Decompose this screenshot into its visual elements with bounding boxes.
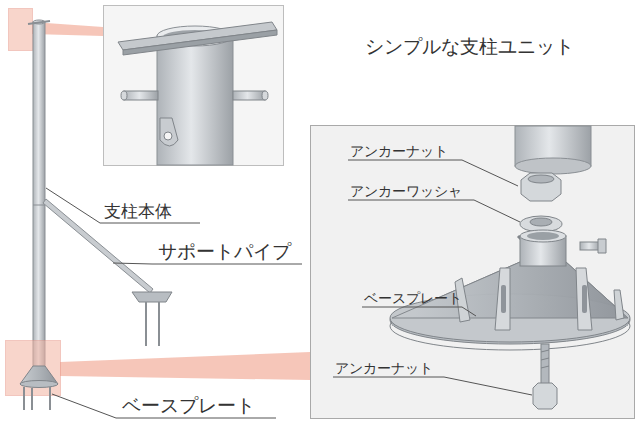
pole-body bbox=[9, 9, 51, 371]
base-inset bbox=[528, 175, 554, 183]
part-label: サポートパイプ bbox=[158, 241, 291, 263]
base-inset bbox=[521, 173, 561, 201]
base-plate-small bbox=[6, 341, 61, 411]
part-label: 支柱本体 bbox=[104, 202, 172, 222]
base-inset bbox=[576, 268, 592, 330]
base-inset bbox=[501, 285, 506, 313]
part-label: ベースプレート bbox=[122, 395, 255, 417]
base-plate-small bbox=[23, 387, 25, 410]
leader-line bbox=[362, 307, 476, 316]
top-inset bbox=[124, 91, 158, 100]
leader-line bbox=[348, 160, 518, 186]
top-inset bbox=[164, 132, 172, 140]
leader-line bbox=[46, 188, 200, 223]
pole-body bbox=[9, 9, 33, 51]
base-inset bbox=[614, 290, 624, 320]
base-inset bbox=[311, 126, 635, 419]
base-inset bbox=[541, 344, 549, 384]
diagram-title: シンプルな支柱ユニット bbox=[365, 36, 574, 58]
part-label: アンカーワッシャ bbox=[350, 183, 462, 199]
top-inset bbox=[104, 6, 284, 166]
base-inset bbox=[520, 230, 566, 242]
top-inset bbox=[160, 118, 178, 146]
base-inset bbox=[515, 158, 591, 174]
base-inset bbox=[311, 126, 635, 419]
top-inset bbox=[123, 30, 277, 55]
pole-body bbox=[33, 22, 45, 370]
support-pipe bbox=[158, 302, 160, 346]
top-inset bbox=[121, 91, 127, 100]
part-label: ベースプレート bbox=[364, 290, 462, 306]
support-pipe bbox=[145, 302, 147, 346]
base-inset bbox=[541, 358, 549, 360]
top-inset bbox=[262, 91, 268, 100]
base-plate-small bbox=[31, 388, 33, 410]
part-label: アンカーナット bbox=[335, 360, 433, 376]
base-inset bbox=[541, 366, 549, 368]
base-plate-small bbox=[6, 341, 61, 396]
base-inset bbox=[580, 242, 600, 250]
part-label: アンカーナット bbox=[350, 143, 448, 159]
leader-line bbox=[113, 263, 302, 264]
top-inset bbox=[104, 6, 284, 166]
base-inset bbox=[495, 268, 510, 330]
base-inset bbox=[533, 383, 557, 409]
support-pipe bbox=[132, 292, 172, 302]
base-inset bbox=[530, 218, 552, 226]
base-inset bbox=[541, 350, 549, 352]
base-inset bbox=[527, 232, 559, 240]
base-inset bbox=[582, 285, 587, 313]
pole-body bbox=[33, 205, 45, 206]
zoom-wedge bbox=[60, 352, 310, 380]
top-inset bbox=[157, 36, 233, 165]
base-plate-small bbox=[20, 381, 58, 388]
pole-body bbox=[28, 21, 50, 24]
leader-line bbox=[52, 394, 276, 418]
support-pipe bbox=[43, 199, 172, 346]
leader-line bbox=[348, 200, 520, 222]
top-inset bbox=[233, 91, 265, 100]
base-inset bbox=[598, 239, 606, 253]
base-plate-small bbox=[49, 387, 51, 410]
leader-line bbox=[333, 377, 532, 395]
leader-line bbox=[46, 160, 532, 418]
